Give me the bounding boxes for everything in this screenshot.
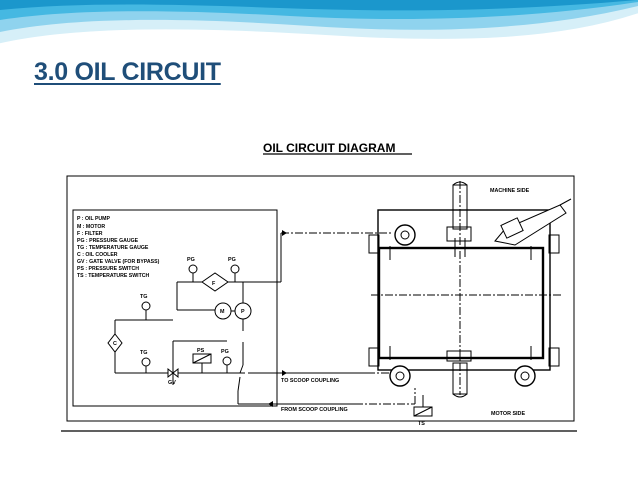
gate-valve-gv: GV bbox=[167, 367, 179, 386]
from-scoop-label: FROM SCOOP COUPLING bbox=[281, 407, 348, 413]
legend-item: F : FILTER bbox=[77, 231, 103, 237]
filter-f: F bbox=[201, 272, 229, 292]
pressure-gauge-2: PG bbox=[228, 257, 240, 282]
motor-side-label: MOTOR SIDE bbox=[491, 411, 525, 417]
legend: P : OIL PUMP M : MOTOR F : FILTER PG : P… bbox=[77, 216, 160, 279]
pg-label: PG bbox=[187, 257, 195, 263]
temperature-gauge-1: TG bbox=[140, 294, 151, 320]
oil-circuit-diagram: OIL CIRCUIT DIAGRAM P : OIL PUMP M : MOT… bbox=[61, 141, 577, 432]
legend-item: PG : PRESSURE GAUGE bbox=[77, 238, 139, 244]
motor-m: M bbox=[214, 302, 235, 320]
legend-item: M : MOTOR bbox=[77, 224, 105, 230]
header-wave-banner bbox=[0, 0, 638, 45]
legend-item: TG : TEMPERATURE GAUGE bbox=[77, 245, 149, 251]
pressure-gauge-3: PG bbox=[221, 349, 232, 373]
to-scoop-label: TO SCOOP COUPLING bbox=[281, 378, 339, 384]
tg-label: TG bbox=[140, 294, 148, 300]
flange-bottom-left bbox=[389, 365, 411, 387]
pressure-switch-ps: PS bbox=[192, 348, 212, 373]
scoop-coupling-housing bbox=[368, 181, 561, 398]
flange-bottom-right bbox=[514, 365, 536, 387]
pressure-gauge-1: PG bbox=[187, 257, 198, 282]
temperature-switch-ts: TS bbox=[413, 395, 433, 427]
gv-label: GV bbox=[168, 380, 176, 386]
oil-piping bbox=[114, 233, 367, 405]
pg-label: PG bbox=[228, 257, 236, 263]
temperature-gauge-2: TG bbox=[140, 350, 151, 373]
cooler-label: C bbox=[113, 341, 117, 347]
flange-top-left bbox=[394, 224, 416, 246]
tg-label: TG bbox=[140, 350, 148, 356]
motor-label: M bbox=[220, 309, 225, 315]
external-lines bbox=[281, 232, 416, 405]
pump-p: P bbox=[234, 302, 252, 320]
diagram-title: OIL CIRCUIT DIAGRAM bbox=[263, 141, 395, 155]
ps-label: PS bbox=[197, 348, 205, 354]
filter-label: F bbox=[212, 281, 216, 287]
ts-label: TS bbox=[418, 421, 425, 427]
legend-item: P : OIL PUMP bbox=[77, 216, 110, 222]
pg-label: PG bbox=[221, 349, 229, 355]
legend-item: GV : GATE VALVE (FOR BYPASS) bbox=[77, 259, 160, 265]
pump-label: P bbox=[241, 309, 245, 315]
legend-item: PS : PRESSURE SWITCH bbox=[77, 266, 139, 272]
legend-item: TS : TEMPERATURE SWITCH bbox=[77, 273, 149, 279]
actuator-linkage bbox=[494, 198, 572, 246]
slide-title: 3.0 OIL CIRCUIT bbox=[34, 58, 221, 86]
legend-item: C : OIL COOLER bbox=[77, 252, 118, 258]
machine-side-label: MACHINE SIDE bbox=[490, 188, 530, 194]
oil-cooler-c: C bbox=[107, 333, 123, 353]
